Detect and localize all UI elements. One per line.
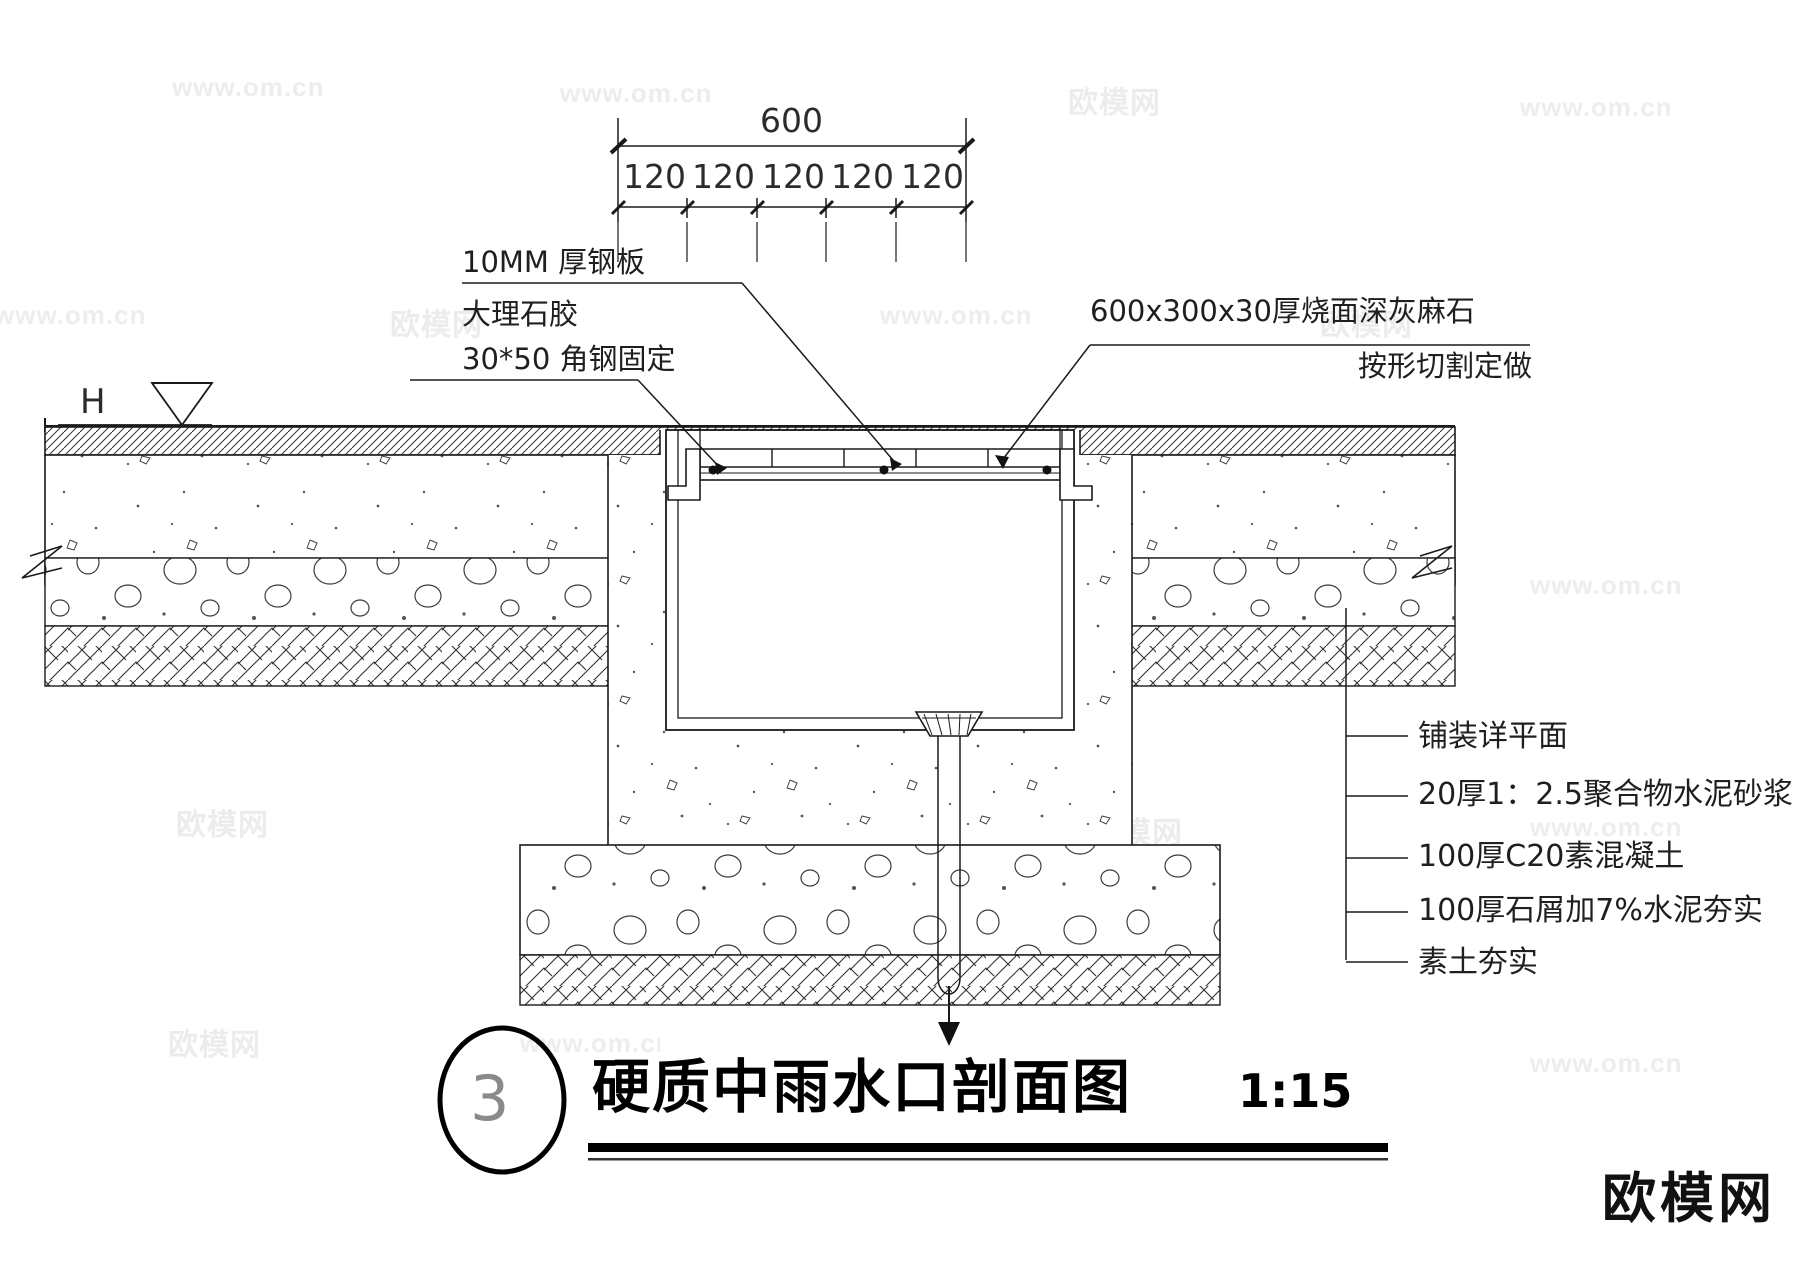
callout-marble-adhesive: 大理石胶 <box>462 297 579 331</box>
dimension-overall-600: 600 <box>760 101 823 140</box>
dimension-segment-3: 120 <box>762 157 825 196</box>
legend-item-stone-chips: 100厚石屑加7%水泥夯实 <box>1418 893 1763 928</box>
drawing-scale: 1:15 <box>1238 1064 1353 1118</box>
callout-granite-slab: 600x300x30厚烧面深灰麻石 <box>1090 294 1475 328</box>
legend-item-concrete: 100厚C20素混凝土 <box>1418 839 1685 874</box>
callout-granite-cut-to-shape: 按形切割定做 <box>1358 349 1533 383</box>
legend-item-compacted-soil: 素土夯实 <box>1418 945 1538 980</box>
dimension-segment-4: 120 <box>831 157 894 196</box>
legend-item-paving-plan: 铺装详平面 <box>1418 719 1568 754</box>
callout-angle-steel-fixing: 30*50 角钢固定 <box>462 342 676 376</box>
detail-number: 3 <box>470 1062 510 1135</box>
drawing-title: 硬质中雨水口剖面图 <box>592 1053 1133 1121</box>
elevation-mark-h: H <box>80 382 106 422</box>
dimension-segment-1: 120 <box>623 157 686 196</box>
dimension-segment-5: 120 <box>901 157 964 196</box>
callout-steel-plate: 10MM 厚钢板 <box>462 245 646 279</box>
brand-watermark: 欧模网 <box>1602 1167 1776 1230</box>
dimension-segment-2: 120 <box>692 157 755 196</box>
legend-item-mortar: 20厚1：2.5聚合物水泥砂浆 <box>1418 777 1793 812</box>
